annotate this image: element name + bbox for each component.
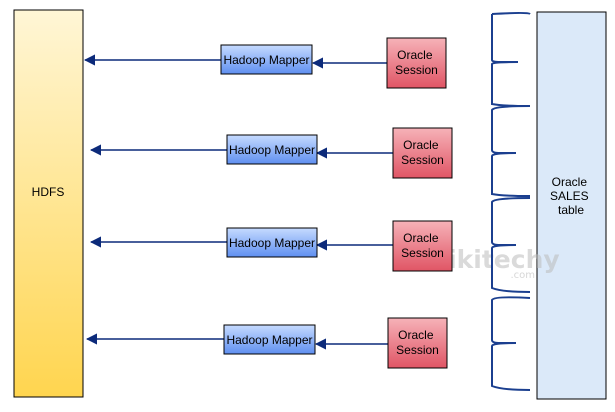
oracle-session-box [387,317,448,369]
oracle-session-label-line: Session [401,153,444,167]
pipeline-row: Hadoop Mapper Oracle Session [89,197,531,293]
pipeline-row: Hadoop Mapper Oracle Session [85,296,531,391]
pipeline-row: Hadoop Mapper Oracle Session [83,12,531,107]
oracle-session-label-line: Oracle [398,328,434,342]
oracle-session-box [392,220,453,272]
hdfs-node: HDFS [13,9,84,398]
brace-connector [490,296,531,391]
oracle-session-label-line: Oracle [403,231,439,245]
sales-table-node: Oracle SALES table [536,11,607,400]
oracle-session-label-line: Oracle [397,48,433,62]
hadoop-mapper-label: Hadoop Mapper [229,143,315,157]
brace-connector [490,197,531,293]
pipeline-row: Hadoop Mapper Oracle Session [89,105,531,197]
oracle-session-label: Oracle Session [396,328,439,357]
sales-table-label: Oracle SALES table [550,175,592,217]
hadoop-mapper-box [220,44,313,75]
brace-connector [491,12,531,107]
sales-table-label-line: SALES [550,189,589,203]
oracle-session-label: Oracle Session [401,138,444,167]
hadoop-mapper-box [226,227,318,258]
brace-connector [490,105,531,197]
hadoop-mapper-box [223,324,316,355]
oracle-session-label-line: Oracle [403,138,439,152]
watermark-suffix: .com [510,270,535,281]
oracle-session-box [386,37,447,89]
hadoop-mapper-label: Hadoop Mapper [229,236,315,250]
hdfs-box [13,9,84,398]
sales-table-label-line: table [558,203,584,217]
hadoop-mapper-label: Hadoop Mapper [223,53,309,67]
oracle-session-label: Oracle Session [395,48,438,77]
sales-table-box [536,11,607,400]
oracle-session-box [392,127,453,179]
oracle-session-label-line: Session [401,246,444,260]
oracle-session-label-line: Session [396,343,439,357]
oracle-session-label-line: Session [395,63,438,77]
hadoop-mapper-label: Hadoop Mapper [226,333,312,347]
oracle-session-label: Oracle Session [401,231,444,260]
hadoop-mapper-box [226,134,318,165]
sales-table-label-line: Oracle [552,175,588,189]
hdfs-label: HDFS [32,185,65,199]
